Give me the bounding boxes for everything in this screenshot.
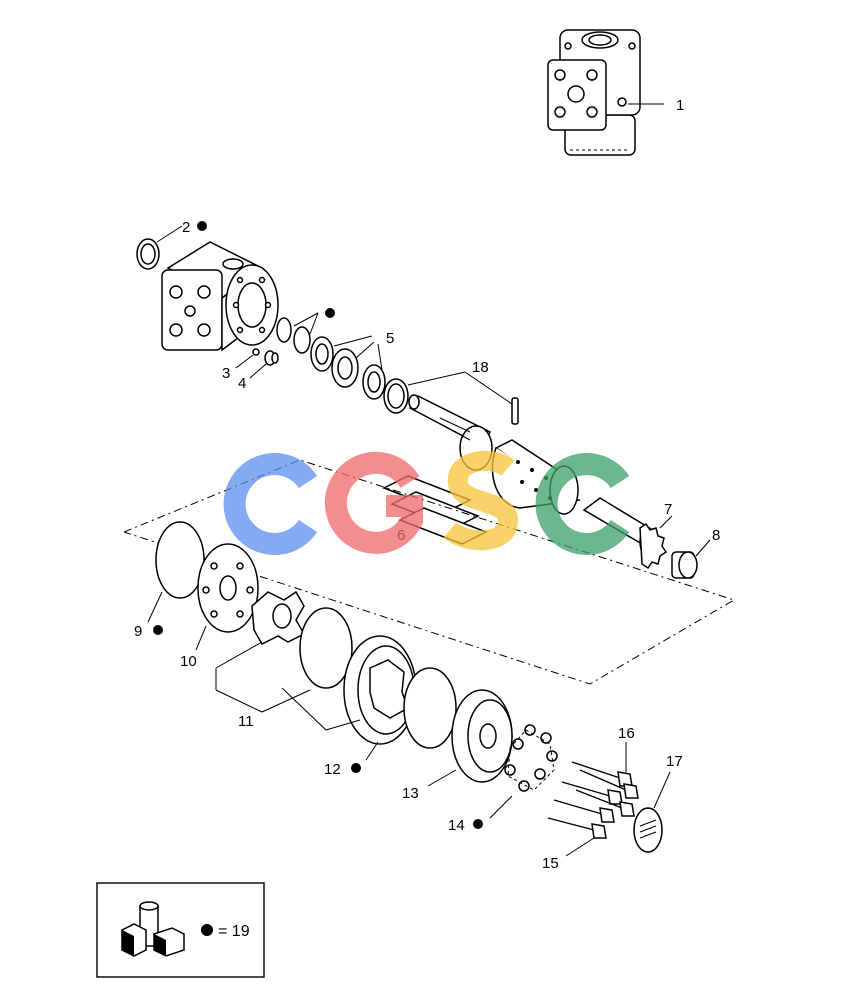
legend-text: = 19 xyxy=(218,923,250,940)
callout-13: 13 xyxy=(402,785,419,802)
spacer-8 xyxy=(671,551,698,579)
kit-bullet-9 xyxy=(153,625,163,635)
watermark xyxy=(223,450,630,555)
retaining-ring-18 xyxy=(383,378,409,414)
kit-bullet-14 xyxy=(473,819,483,829)
kit-bullet-12 xyxy=(351,763,361,773)
callout-4: 4 xyxy=(238,375,246,392)
watermark-letter-3 xyxy=(443,450,518,551)
legend-bullet xyxy=(201,924,213,936)
o-rings-upper xyxy=(276,317,311,354)
watermark-letter-2 xyxy=(324,451,423,554)
callout-10: 10 xyxy=(180,653,197,670)
kit-bullet-orings xyxy=(325,308,335,318)
callout-1: 1 xyxy=(676,97,684,114)
callout-15: 15 xyxy=(542,855,559,872)
callout-7: 7 xyxy=(664,501,672,518)
steering-unit-assembled xyxy=(547,29,641,156)
o-ring-9 xyxy=(155,521,205,599)
cardan-shaft-7 xyxy=(582,497,668,570)
o-ring-mid xyxy=(299,607,353,689)
spool xyxy=(408,394,493,471)
o-ring-lower xyxy=(403,667,457,749)
gear-rotor-11 xyxy=(251,590,306,645)
watermark-letter-1 xyxy=(223,453,318,555)
end-cap-13 xyxy=(451,689,513,783)
callout-9: 9 xyxy=(134,623,142,640)
callout-16: 16 xyxy=(618,725,635,742)
bolts-15-16 xyxy=(547,761,639,839)
callout-5: 5 xyxy=(386,330,394,347)
kit-bullet-2 xyxy=(197,221,207,231)
callout-3: 3 xyxy=(222,365,230,382)
plug-4 xyxy=(264,350,279,366)
callout-12: 12 xyxy=(324,761,341,778)
washers-14 xyxy=(504,724,558,792)
legend-box: = 19 xyxy=(96,882,265,978)
distributor-plate-10 xyxy=(197,543,259,633)
steering-housing xyxy=(161,241,279,352)
check-ball-3 xyxy=(252,348,260,356)
callout-11: 11 xyxy=(238,713,254,730)
label-disc-17 xyxy=(633,807,663,853)
callout-2: 2 xyxy=(182,219,190,236)
bearing-washers-5 xyxy=(310,336,386,400)
seal-ring-2 xyxy=(136,238,160,270)
watermark-letter-4 xyxy=(535,453,630,555)
kit-icon xyxy=(121,901,185,957)
callout-14: 14 xyxy=(448,817,465,834)
centering-pin-18 xyxy=(511,397,519,425)
callout-8: 8 xyxy=(712,527,720,544)
callout-18: 18 xyxy=(472,359,489,376)
gear-ring-12 xyxy=(343,635,417,745)
callout-17: 17 xyxy=(666,753,683,770)
